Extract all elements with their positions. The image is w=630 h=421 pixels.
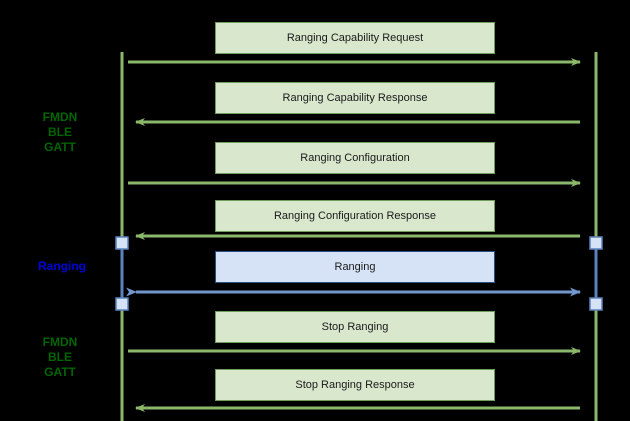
message-label-stop-ranging: Stop Ranging [321, 320, 389, 333]
message-label-ranging-configuration-response: Ranging Configuration Response [273, 209, 437, 222]
activation-left-top-handle[interactable] [115, 236, 129, 250]
message-box-ranging-capability-request[interactable]: Ranging Capability Request [215, 22, 495, 54]
message-label-ranging-capability-request: Ranging Capability Request [286, 31, 424, 44]
message-box-ranging-capability-response[interactable]: Ranging Capability Response [215, 82, 495, 114]
activation-right-bottom-handle[interactable] [589, 297, 603, 311]
message-label-stop-ranging-response: Stop Ranging Response [295, 378, 415, 391]
phase-ranging: Ranging [38, 259, 86, 273]
activation-left-bottom-handle[interactable] [115, 297, 129, 311]
message-box-ranging-configuration-response[interactable]: Ranging Configuration Response [215, 200, 495, 232]
message-box-ranging-configuration[interactable]: Ranging Configuration [215, 142, 495, 174]
phase-fmdn-ble-gatt-top: FMDN BLE GATT [42, 110, 78, 154]
message-label-ranging: Ranging [334, 260, 376, 273]
activation-right-top-handle[interactable] [589, 236, 603, 250]
message-box-stop-ranging-response[interactable]: Stop Ranging Response [215, 369, 495, 401]
message-label-ranging-capability-response: Ranging Capability Response [282, 91, 428, 104]
message-box-stop-ranging[interactable]: Stop Ranging [215, 311, 495, 343]
phase-fmdn-ble-gatt-bottom: FMDN BLE GATT [42, 335, 78, 379]
message-label-ranging-configuration: Ranging Configuration [300, 151, 410, 164]
message-box-ranging[interactable]: Ranging [215, 251, 495, 283]
